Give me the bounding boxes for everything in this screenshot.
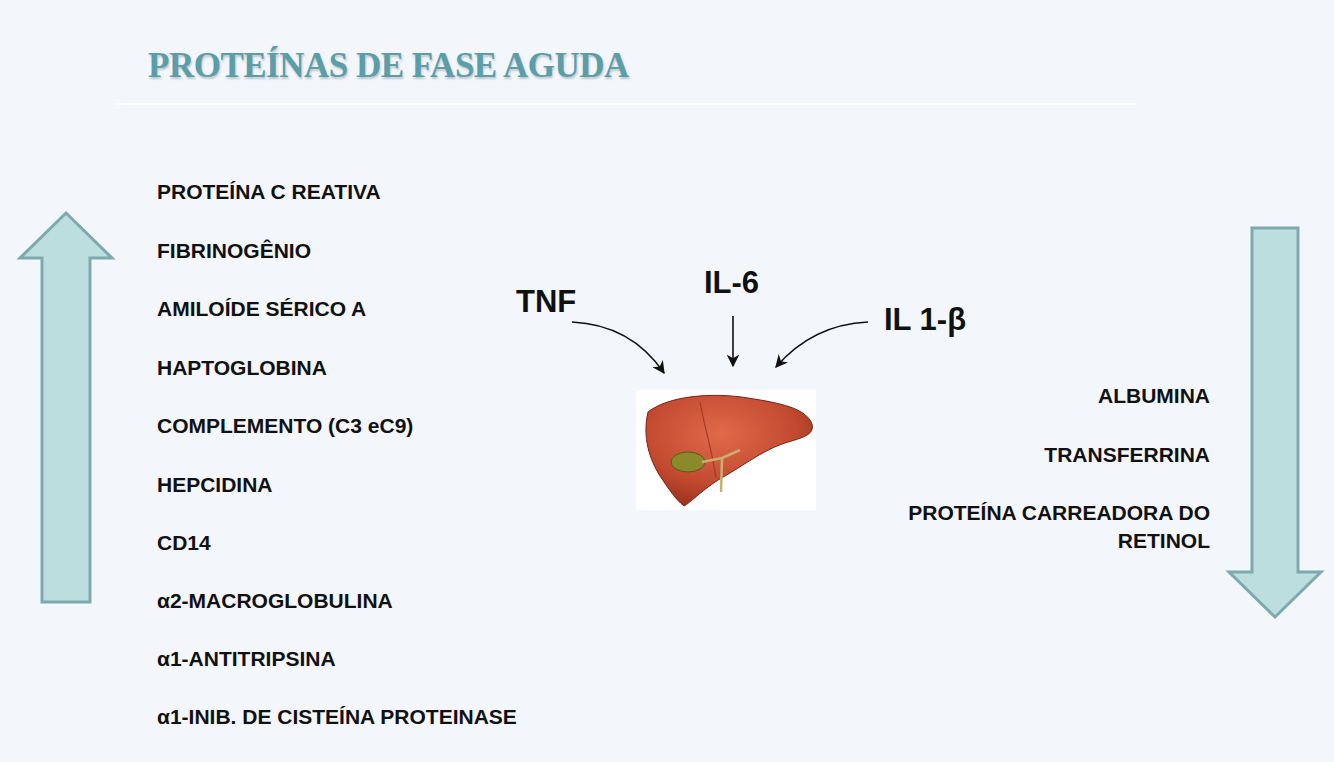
increased-protein: FIBRINOGÊNIO (157, 237, 311, 265)
increased-protein: HAPTOGLOBINA (157, 354, 327, 382)
increased-protein: α2-MACROGLOBULINA (157, 587, 393, 615)
increased-protein: CD14 (157, 529, 211, 557)
il6-arrow (732, 316, 734, 366)
cytokine-label: IL 1-β (884, 302, 966, 338)
increased-protein: PROTEÍNA C REATIVA (157, 178, 381, 206)
decrease-arrow (1229, 228, 1321, 617)
increased-protein: α1-INIB. DE CISTEÍNA PROTEINASE (157, 703, 517, 731)
tnf-arrow (572, 322, 664, 373)
cytokine-label: TNF (516, 284, 576, 320)
liver-illustration (636, 390, 816, 510)
increase-arrow (20, 213, 112, 602)
increased-protein: AMILOÍDE SÉRICO A (157, 295, 366, 323)
slide-title: PROTEÍNAS DE FASE AGUDA (148, 46, 629, 86)
decreased-protein: ALBUMINA (890, 382, 1210, 410)
title-rule (115, 103, 1137, 105)
increased-protein: α1-ANTITRIPSINA (157, 645, 336, 673)
decreased-protein: TRANSFERRINA (890, 441, 1210, 469)
decreased-protein: PROTEÍNA CARREADORA DO RETINOL (890, 499, 1210, 555)
increased-protein: HEPCIDINA (157, 471, 273, 499)
increased-protein: COMPLEMENTO (C3 eC9) (157, 412, 413, 440)
il1b-arrow (776, 322, 868, 367)
cytokine-label: IL-6 (704, 265, 759, 301)
